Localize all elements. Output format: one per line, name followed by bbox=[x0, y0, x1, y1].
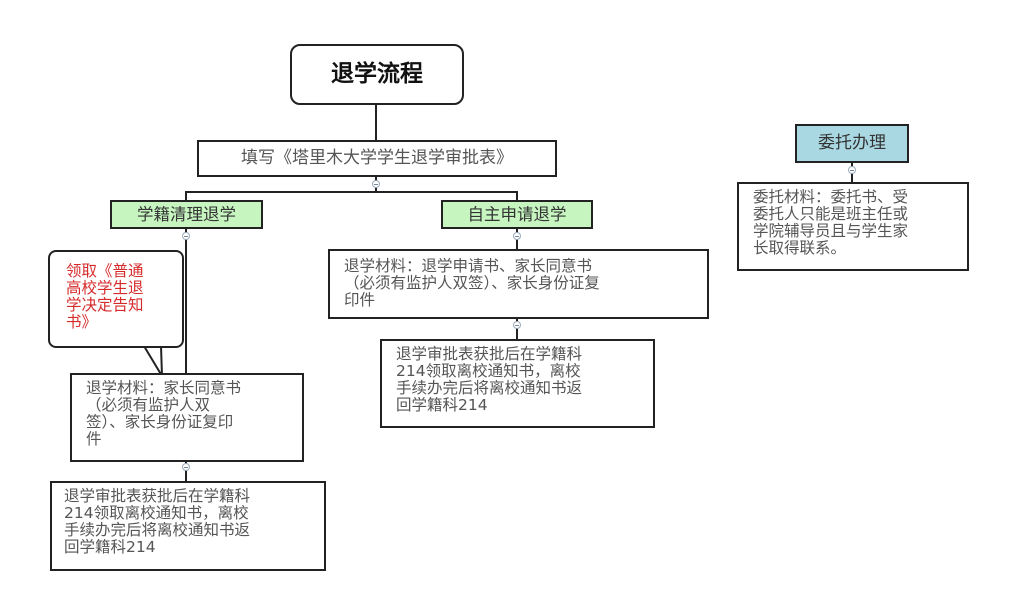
entrust-materials-node[interactable]: 委托材料：委托书、受 委托人只能是班主任或 学院辅导员且与学生家 长取得联系。 bbox=[737, 182, 969, 271]
text-line: （必须有监护人双签）、家长身份证复 bbox=[344, 274, 600, 292]
branch-node-status-clearance[interactable]: 学籍清理退学 bbox=[110, 200, 263, 229]
collapse-toggle-icon[interactable] bbox=[182, 232, 190, 240]
middle-approval-node[interactable]: 退学审批表获批后在学籍科 214领取离校通知书，离校 手续办完后将离校通知书返 … bbox=[380, 339, 655, 428]
text-line: 学院辅导员且与学生家 bbox=[753, 222, 909, 240]
collapse-toggle-icon[interactable] bbox=[372, 180, 380, 188]
connector bbox=[516, 191, 518, 201]
collapse-toggle-icon[interactable] bbox=[513, 321, 521, 329]
connector bbox=[516, 318, 518, 340]
branch-label: 学籍清理退学 bbox=[137, 205, 236, 224]
text-line: 长取得联系。 bbox=[753, 239, 847, 257]
text-line: 回学籍科214 bbox=[396, 396, 488, 414]
text-line: 委托材料：委托书、受 bbox=[753, 188, 909, 206]
connector bbox=[185, 461, 187, 482]
text-line: 退学审批表获批后在学籍科 bbox=[64, 487, 251, 505]
text-line: 手续办完后将离校通知书返 bbox=[64, 521, 251, 539]
branch-node-voluntary[interactable]: 自主申请退学 bbox=[441, 200, 593, 229]
text-line: 214领取离校通知书，离校 bbox=[396, 362, 581, 380]
callout-line: 领取《普通 bbox=[66, 262, 144, 280]
text-line: （必须有监护人双 bbox=[86, 396, 211, 414]
middle-materials-node[interactable]: 退学材料：退学申请书、家长同意书 （必须有监护人双签）、家长身份证复 印件 bbox=[328, 249, 709, 319]
callout-line: 书》 bbox=[66, 313, 98, 331]
text-line: 签）、家长身份证复印 bbox=[86, 413, 234, 431]
connector bbox=[185, 191, 187, 201]
connector bbox=[375, 104, 377, 141]
text-line: 委托人只能是班主任或 bbox=[753, 205, 909, 223]
connector bbox=[185, 191, 518, 193]
form-step-text: 填写《塔里木大学学生退学审批表》 bbox=[241, 148, 513, 168]
text-line: 退学材料：家长同意书 bbox=[86, 379, 242, 397]
left-materials-node[interactable]: 退学材料：家长同意书 （必须有监护人双 签）、家长身份证复印 件 bbox=[70, 373, 304, 462]
text-line: 手续办完后将离校通知书返 bbox=[396, 379, 583, 397]
text-line: 退学审批表获批后在学籍科 bbox=[396, 345, 583, 363]
connector bbox=[185, 228, 187, 374]
branch-label: 自主申请退学 bbox=[467, 205, 567, 224]
entrust-node[interactable]: 委托办理 bbox=[795, 124, 909, 163]
text-line: 回学籍科214 bbox=[64, 538, 156, 556]
root-title-text: 退学流程 bbox=[331, 61, 423, 87]
collapse-toggle-icon[interactable] bbox=[513, 232, 521, 240]
entrust-label: 委托办理 bbox=[818, 133, 886, 153]
text-line: 214领取离校通知书，离校 bbox=[64, 504, 249, 522]
root-node-title[interactable]: 退学流程 bbox=[290, 44, 464, 105]
text-line: 件 bbox=[86, 430, 102, 448]
callout-note[interactable]: 领取《普通 高校学生退 学决定告知 书》 bbox=[48, 250, 184, 348]
collapse-toggle-icon[interactable] bbox=[182, 463, 190, 471]
text-line: 退学材料：退学申请书、家长同意书 bbox=[344, 257, 593, 275]
text-line: 印件 bbox=[344, 291, 376, 309]
callout-line: 高校学生退 bbox=[66, 279, 144, 297]
callout-line: 学决定告知 bbox=[66, 296, 144, 314]
collapse-toggle-icon[interactable] bbox=[848, 166, 856, 174]
left-approval-node[interactable]: 退学审批表获批后在学籍科 214领取离校通知书，离校 手续办完后将离校通知书返 … bbox=[50, 481, 326, 571]
form-step-node[interactable]: 填写《塔里木大学学生退学审批表》 bbox=[197, 140, 557, 177]
